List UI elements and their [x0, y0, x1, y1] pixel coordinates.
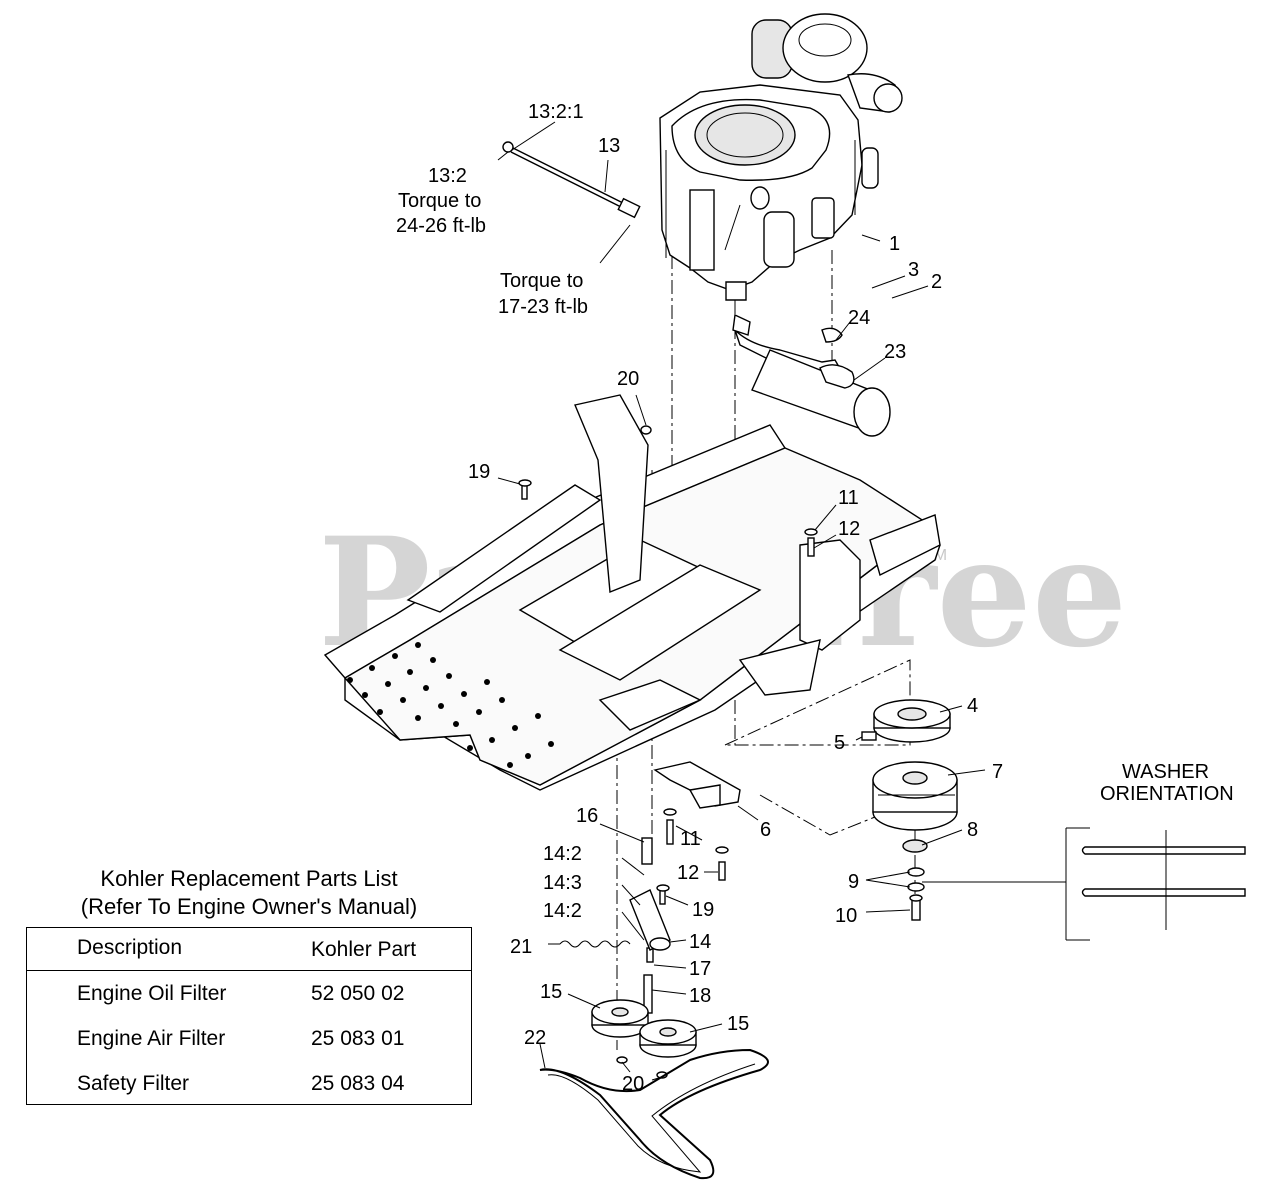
- callout-20-upper: 20: [617, 368, 639, 390]
- callout-1: 1: [889, 233, 900, 255]
- hardware: [518, 425, 818, 1014]
- callout-8: 8: [967, 819, 978, 841]
- callout-15-left: 15: [540, 981, 562, 1003]
- pulley-4: [861, 699, 951, 743]
- callout-20-lower: 20: [622, 1073, 644, 1095]
- callout-7: 7: [992, 761, 1003, 783]
- row-description: Engine Air Filter: [77, 1027, 226, 1050]
- callout-18: 18: [689, 985, 711, 1007]
- notes: Torque to 24-26 ft-lb Torque to 17-23 ft…: [396, 190, 1234, 805]
- callout-14: 14: [689, 931, 711, 953]
- callout-3: 3: [908, 259, 919, 281]
- callout-10: 10: [835, 905, 857, 927]
- parts-table: Description Kohler Part Engine Oil Filte…: [26, 927, 472, 1105]
- row-part-number: 25 083 04: [311, 1072, 405, 1095]
- washer-orientation-line1: WASHER: [1122, 761, 1209, 783]
- torque-note-lower-line2: 17-23 ft-lb: [498, 296, 588, 318]
- torque-note-upper-line2: 24-26 ft-lb: [396, 215, 486, 237]
- callout-19-upper: 19: [468, 461, 490, 483]
- washer-orientation-line2: ORIENTATION: [1100, 783, 1234, 805]
- callout-numbers: 1 2 3 4 5 6 7 8 9 10 11 11 12 12 13 13:2…: [428, 101, 1003, 1095]
- callout-14-2-upper: 14:2: [543, 843, 582, 865]
- torque-note-lower-line1: Torque to: [500, 270, 583, 292]
- parts-list-title: Kohler Replacement Parts List: [100, 866, 398, 891]
- parts-table-header: Description Kohler Part: [27, 928, 471, 971]
- callout-6: 6: [760, 819, 771, 841]
- callout-15-right: 15: [727, 1013, 749, 1035]
- muffler: [732, 313, 891, 437]
- callout-16: 16: [576, 805, 598, 827]
- header-description: Description: [77, 936, 183, 959]
- idler-bracket-6: [653, 761, 741, 809]
- callout-24: 24: [848, 307, 870, 329]
- torque-note-upper-line1: Torque to: [398, 190, 481, 212]
- washer-stack: [902, 839, 928, 921]
- callout-21: 21: [510, 936, 532, 958]
- floor-perforations: [347, 642, 554, 768]
- callout-13: 13: [598, 135, 620, 157]
- row-description: Engine Oil Filter: [77, 982, 227, 1005]
- callout-14-2-lower: 14:2: [543, 900, 582, 922]
- row-part-number: 52 050 02: [311, 982, 405, 1005]
- callout-23: 23: [884, 341, 906, 363]
- callout-13-2: 13:2: [428, 165, 467, 187]
- row-description: Safety Filter: [77, 1072, 190, 1095]
- callout-9: 9: [848, 871, 859, 893]
- engine: [659, 13, 903, 301]
- callout-14-3: 14:3: [543, 872, 582, 894]
- callout-17: 17: [689, 958, 711, 980]
- parts-list-subtitle: (Refer To Engine Owner's Manual): [80, 894, 418, 919]
- idler-pulleys-15: [591, 999, 697, 1079]
- callout-22: 22: [524, 1027, 546, 1049]
- callout-13-2-1: 13:2:1: [528, 101, 584, 123]
- callout-11-upper: 11: [838, 487, 859, 509]
- washer-orientation-detail: [922, 827, 1246, 941]
- header-kohler-part: Kohler Part: [311, 938, 417, 961]
- belt-22: [539, 1048, 769, 1180]
- callout-19-lower: 19: [692, 899, 714, 921]
- clutch-7: [872, 761, 958, 831]
- leader-lines: [497, 121, 986, 1081]
- callout-12-lower: 12: [677, 862, 699, 884]
- callout-4: 4: [967, 695, 978, 717]
- chassis-frame: [323, 394, 941, 791]
- shaft-13: [502, 141, 641, 219]
- callout-11-lower: 11: [680, 828, 701, 850]
- callout-2: 2: [931, 271, 942, 293]
- callout-12-upper: 12: [838, 518, 860, 540]
- row-part-number: 25 083 01: [311, 1027, 405, 1050]
- callout-5: 5: [834, 732, 845, 754]
